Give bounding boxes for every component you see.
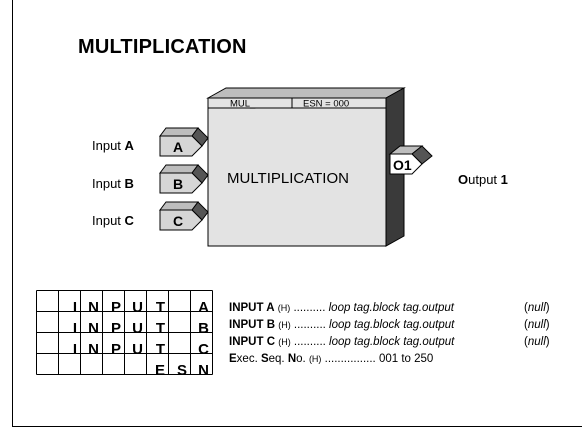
input-c-label: Input C [92,213,135,228]
grid-letter: E [155,362,165,378]
param-h: (H) [278,337,291,347]
input-port-a-label: A [173,139,183,155]
param-value: loop tag.block tag.output [329,319,455,331]
block-label: MULTIPLICATION [227,170,349,187]
input-a-label: Input A [92,138,135,153]
param-row-esn: Exec. Seq. No. (H) ................ 001 … [229,353,434,365]
param-name: INPUT C [229,336,275,348]
input-port-a[interactable]: A [159,127,209,157]
grid-letter: P [111,320,121,337]
grid-letter: C [198,341,209,358]
block-top-face [206,87,406,99]
block-diagram: MUL_ ESN = 000 MULTIPLICATION A B C Inpu… [92,87,508,247]
input-port-c-label: C [173,213,183,229]
input-b-label: Input B [92,176,134,191]
param-row-input-b: INPUT B (H) .......... loop tag.block ta… [229,317,550,334]
grid-letter: I [73,341,77,358]
param-name: INPUT B [229,319,275,331]
param-name: INPUT A [229,302,275,314]
grid-letter: P [111,341,121,358]
esn-range: 001 to 250 [378,353,434,365]
parameter-list: INPUT A (H) .......... loop tag.block ta… [229,300,550,368]
grid-letter: B [198,320,209,337]
grid-letter: N [198,362,209,378]
grid-letter: P [111,299,121,316]
grid-letter: U [132,341,143,358]
grid-letter: T [156,299,165,316]
param-value: loop tag.block tag.output [328,302,454,314]
grid-letter: T [156,320,165,337]
block-esn: ESN = 000 [303,99,349,110]
grid-letter: T [156,341,165,358]
param-default: (null) [524,319,550,331]
grid-letter: U [132,320,143,337]
param-row-input-c: INPUT C (H) .......... loop tag.block ta… [229,334,550,351]
output-port-label: O1 [393,157,412,173]
input-port-b[interactable]: B [159,164,209,194]
param-default: (null) [524,336,550,348]
grid-letter: I [73,320,77,337]
output-port-o1[interactable]: O1 [388,145,433,175]
input-port-c[interactable]: C [159,201,209,231]
grid-letter: U [132,299,143,316]
param-value: loop tag.block tag.output [329,336,455,348]
grid-letter: I [73,299,77,316]
page-title: MULTIPLICATION [78,36,247,58]
grid-letter: N [88,341,99,358]
input-port-b-label: B [173,176,183,192]
param-h: (H) [277,303,291,313]
block-name: MUL_ [230,99,256,110]
grid-letter: N [88,320,99,337]
param-row-input-a: INPUT A (H) .......... loop tag.block ta… [229,300,550,317]
page-frame [12,0,582,427]
output-label: Output 1 [458,172,508,187]
grid-letter: N [88,299,99,316]
grid-letter: A [198,299,209,316]
param-default: (null) [524,302,550,314]
param-h: (H) [278,320,291,330]
grid-letter: S [177,362,187,378]
function-block[interactable] [207,97,387,247]
